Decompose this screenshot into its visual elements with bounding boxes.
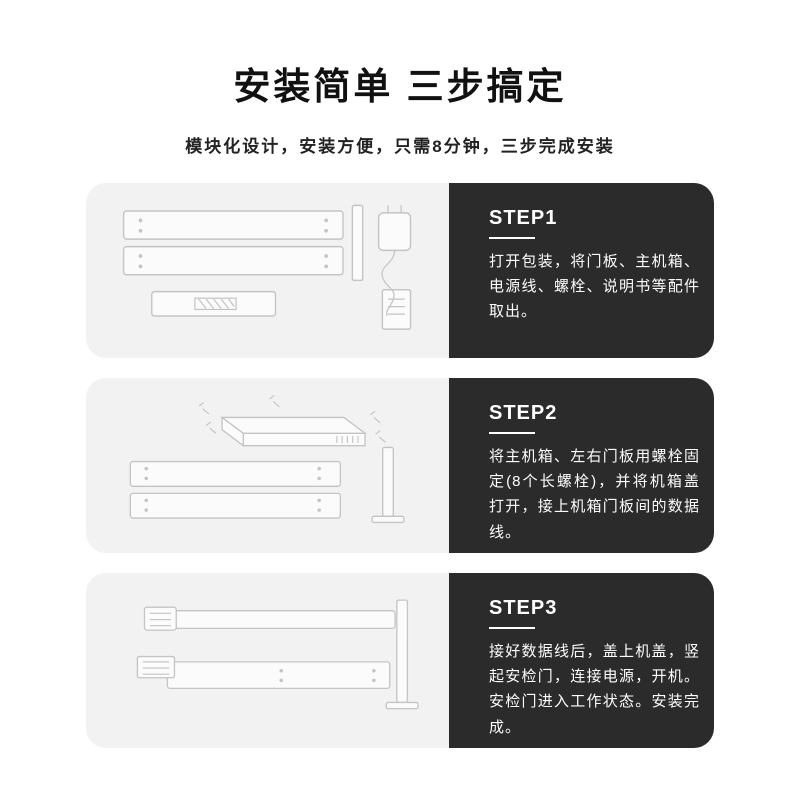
step-1-underline xyxy=(489,237,535,239)
steps-list: STEP1 打开包装，将门板、主机箱、电源线、螺栓、说明书等配件取出。 xyxy=(86,183,714,748)
step-1-description: 打开包装，将门板、主机箱、电源线、螺栓、说明书等配件取出。 xyxy=(489,253,700,321)
step-card-3: STEP3 接好数据线后，盖上机盖，竖起安检门，连接电源，开机。安检门进入工作状… xyxy=(86,573,714,748)
step-2-label: STEP2 xyxy=(489,402,558,424)
step-2-illustration xyxy=(86,378,449,553)
header: 安装简单 三步搞定 模块化设计，安装方便，只需8分钟，三步完成安装 xyxy=(0,0,800,157)
step-3-label: STEP3 xyxy=(489,597,558,619)
step-2-text-panel: STEP2 将主机箱、左右门板用螺栓固定(8个长螺栓)，并将机箱盖打开，接上机箱… xyxy=(449,378,714,553)
step-1-illustration xyxy=(86,183,449,358)
page-subtitle: 模块化设计，安装方便，只需8分钟，三步完成安装 xyxy=(185,137,615,156)
step-3-text-panel: STEP3 接好数据线后，盖上机盖，竖起安检门，连接电源，开机。安检门进入工作状… xyxy=(449,573,714,748)
page-title: 安装简单 三步搞定 xyxy=(233,66,567,107)
fasten-unit-icon xyxy=(129,394,405,523)
assembled-gate-icon xyxy=(136,598,419,709)
step-3-illustration xyxy=(86,573,449,748)
step-1-label: STEP1 xyxy=(489,207,558,229)
step-card-2: STEP2 将主机箱、左右门板用螺栓固定(8个长螺栓)，并将机箱盖打开，接上机箱… xyxy=(86,378,714,553)
step-2-underline xyxy=(489,432,535,434)
step-1-text-panel: STEP1 打开包装，将门板、主机箱、电源线、螺栓、说明书等配件取出。 xyxy=(449,183,714,358)
step-2-description: 将主机箱、左右门板用螺栓固定(8个长螺栓)，并将机箱盖打开，接上机箱门板间的数据… xyxy=(489,448,700,541)
step-3-description: 接好数据线后，盖上机盖，竖起安检门，连接电源，开机。安检门进入工作状态。安装完成… xyxy=(489,643,700,736)
step-3-underline xyxy=(489,627,535,629)
step-card-1: STEP1 打开包装，将门板、主机箱、电源线、螺栓、说明书等配件取出。 xyxy=(86,183,714,358)
unpacked-parts-icon xyxy=(122,204,411,330)
